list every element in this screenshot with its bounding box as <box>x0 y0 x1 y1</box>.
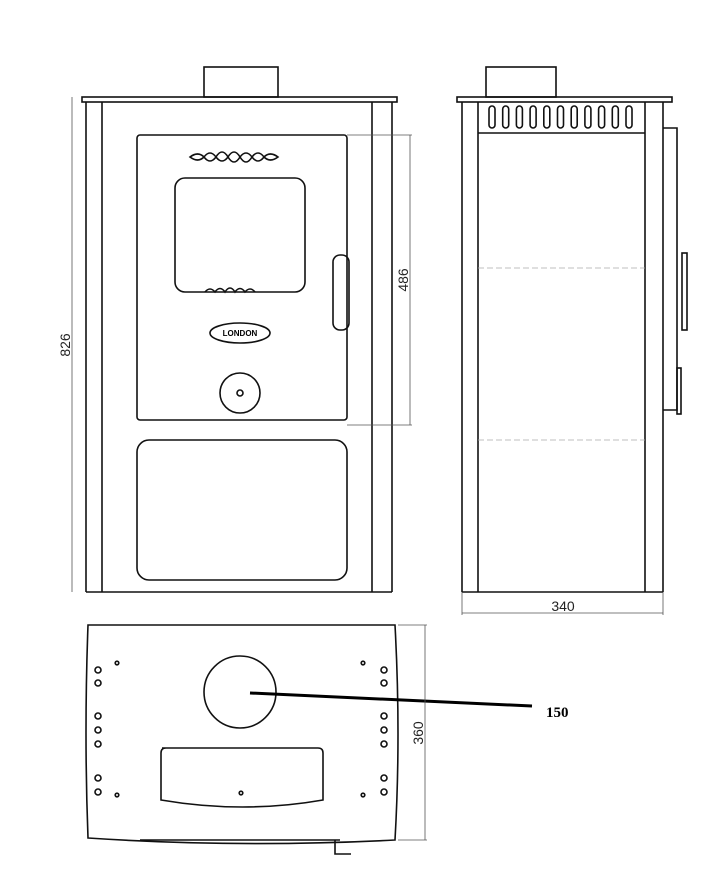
vent-slot <box>584 105 592 129</box>
small-hole <box>114 792 120 798</box>
mounting-hole <box>380 666 388 674</box>
side-knob <box>676 367 682 415</box>
vent-slot <box>625 105 633 129</box>
mounting-hole <box>94 679 102 687</box>
vent-slot <box>570 105 579 129</box>
top-ash-pan <box>160 747 324 808</box>
upper-door <box>136 134 348 421</box>
side-view: 340 <box>456 66 688 615</box>
mounting-hole <box>94 788 102 796</box>
knob-center <box>236 389 244 397</box>
vent-slot <box>488 105 496 129</box>
vent-slot <box>529 105 537 129</box>
side-door-profile <box>663 127 678 411</box>
vent-slot <box>515 105 524 129</box>
small-hole <box>238 790 244 796</box>
vent-slot <box>611 105 620 129</box>
top-view: 150 360 <box>85 624 569 855</box>
depth-dim-label: 340 <box>551 598 575 614</box>
front-top-plate <box>81 96 398 103</box>
mounting-hole <box>94 712 102 720</box>
vent-slots <box>488 105 633 129</box>
side-handle <box>681 252 688 331</box>
width-dim-label: 360 <box>410 721 426 745</box>
logo-text: LONDON <box>223 329 258 338</box>
small-hole <box>360 660 366 666</box>
front-flue <box>203 66 279 98</box>
logo-plate <box>209 322 271 344</box>
door-glass-window <box>174 177 306 293</box>
mounting-hole <box>380 774 388 782</box>
height-dim-label: 826 <box>57 333 73 357</box>
small-hole <box>360 792 366 798</box>
vent-slot <box>597 105 606 129</box>
flue-dim-label: 150 <box>546 705 569 721</box>
mounting-hole <box>94 666 102 674</box>
door-ornament <box>188 151 280 163</box>
door-dim-label: 486 <box>395 268 411 292</box>
mounting-hole <box>94 726 102 734</box>
mounting-hole <box>380 740 388 748</box>
mounting-hole <box>94 774 102 782</box>
top-bottom-bracket <box>140 839 351 855</box>
side-flue <box>485 66 557 98</box>
top-plate-outline <box>85 624 399 845</box>
door-handle <box>332 254 350 331</box>
front-view: LONDON 826 486 <box>57 66 412 593</box>
vent-slot <box>501 105 510 129</box>
lower-door <box>136 439 348 581</box>
flue-leader-line <box>249 691 533 708</box>
mounting-hole <box>380 726 388 734</box>
window-grate <box>204 287 256 294</box>
mounting-holes <box>94 660 388 798</box>
small-hole <box>114 660 120 666</box>
vent-slot <box>556 105 565 129</box>
mounting-hole <box>380 712 388 720</box>
side-top-plate <box>456 96 673 103</box>
mounting-hole <box>94 740 102 748</box>
flue-opening <box>203 655 277 729</box>
air-control-knob <box>219 372 261 414</box>
vent-slot <box>542 105 551 129</box>
mounting-hole <box>380 788 388 796</box>
mounting-hole <box>380 679 388 687</box>
